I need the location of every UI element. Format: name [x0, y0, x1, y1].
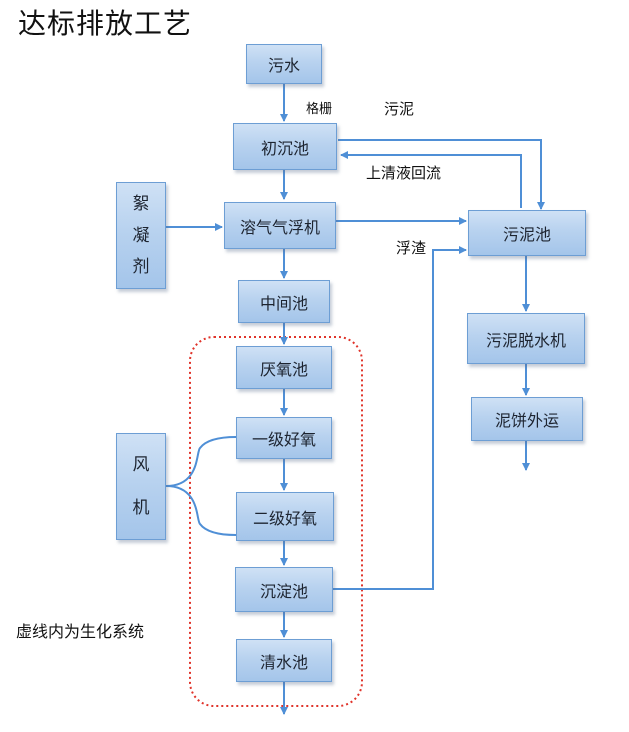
daf-box: 溶气气浮机: [224, 202, 336, 249]
brace-blower-to-aerobic-tanks: [165, 436, 237, 536]
sedimentation-tank-label: 沉淀池: [259, 581, 308, 601]
sludge-cake-transport-label: 泥饼外运: [494, 411, 559, 430]
aerobic-2-box: 二级好氧: [236, 492, 334, 541]
sludge-dewatering-box: 污泥脱水机: [467, 313, 585, 364]
sludge-tank-label: 污泥池: [502, 225, 551, 244]
grille-label: 格栅: [306, 102, 333, 117]
supernatant-return-label: 上清液回流: [366, 164, 442, 182]
blower-box: 风 机: [116, 433, 166, 540]
sewage-label: 污水: [267, 56, 300, 75]
diagram-title: 达标排放工艺: [18, 7, 193, 40]
sludge-cake-transport-box: 泥饼外运: [471, 397, 583, 441]
arrow-primary-sludge-to-sludge-tank: [338, 139, 545, 210]
sludge-dewatering-label: 污泥脱水机: [485, 330, 566, 350]
daf-label: 溶气气浮机: [239, 217, 320, 237]
anaerobic-tank-box: 厌氧池: [236, 346, 332, 389]
scum-label: 浮渣: [396, 239, 427, 257]
arrow-supernatant-return: [340, 151, 522, 208]
blower-char-2: 机: [132, 497, 150, 518]
flocculant-char-2: 凝: [132, 225, 150, 246]
intermediate-tank-box: 中间池: [238, 280, 330, 323]
primary-clarifier-box: 初沉池: [233, 123, 337, 170]
aerobic-2-label: 二级好氧: [252, 508, 317, 528]
intermediate-tank-label: 中间池: [259, 293, 308, 313]
clear-water-tank-box: 清水池: [236, 639, 332, 682]
biochemical-system-boundary: [189, 336, 363, 707]
blower-char-1: 风: [132, 455, 150, 476]
primary-clarifier-label: 初沉池: [260, 138, 309, 158]
flocculant-box: 絮 凝 剂: [116, 182, 166, 289]
clear-water-tank-label: 清水池: [259, 652, 308, 672]
sludge-tank-box: 污泥池: [468, 210, 586, 256]
arrow-scum-to-sludge-tank: [333, 246, 467, 590]
flocculant-char-1: 絮: [132, 193, 150, 214]
biochemical-system-note: 虚线内为生化系统: [16, 622, 145, 641]
sewage-box: 污水: [246, 44, 322, 84]
aerobic-1-box: 一级好氧: [236, 417, 332, 459]
flocculant-char-3: 剂: [132, 257, 150, 278]
aerobic-1-label: 一级好氧: [251, 430, 316, 449]
anaerobic-tank-label: 厌氧池: [259, 359, 308, 379]
sludge-label: 污泥: [384, 100, 415, 118]
sedimentation-tank-box: 沉淀池: [235, 567, 333, 612]
